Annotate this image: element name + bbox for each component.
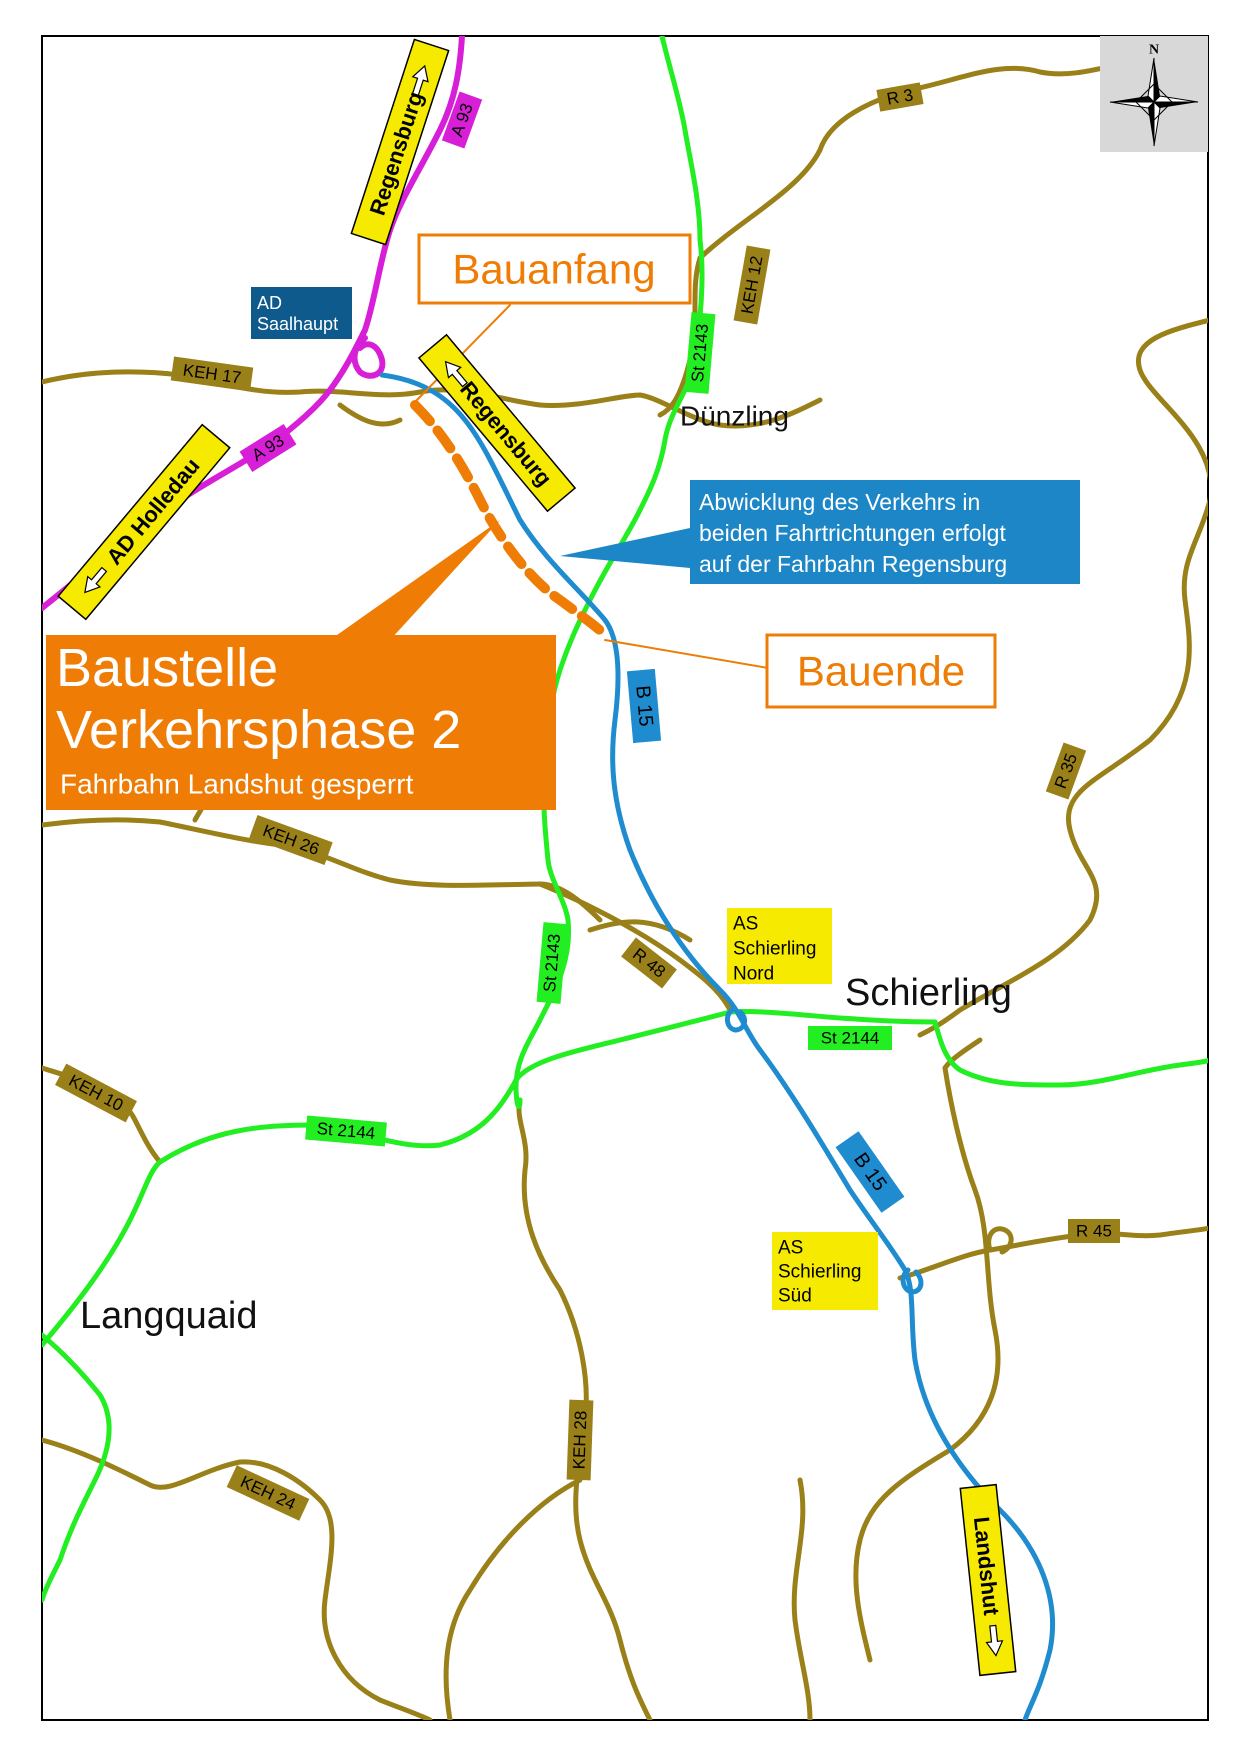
label-r3-text: R 3	[885, 85, 914, 108]
svg-text:Abwicklung des Verkehrs in: Abwicklung des Verkehrs in	[699, 489, 980, 515]
label-b15-upper: B 15	[626, 668, 662, 744]
svg-text:Fahrbahn Landshut gesperrt: Fahrbahn Landshut gesperrt	[60, 769, 414, 800]
as-schierling-nord-box: AS Schierling Nord	[727, 908, 832, 985]
label-st2143-south: St 2143	[536, 922, 568, 1004]
road-keh17-loop	[337, 402, 403, 427]
road-south-branch	[791, 1477, 813, 1720]
road-schierling-south	[853, 1065, 1001, 1663]
svg-text:B 15: B 15	[631, 685, 657, 728]
road-st2144-east	[932, 1019, 1208, 1088]
svg-text:AD: AD	[257, 293, 282, 313]
road-keh24	[42, 1437, 433, 1720]
svg-text:Saalhaupt: Saalhaupt	[257, 314, 338, 334]
as-sued-loop	[900, 1267, 924, 1295]
svg-text:R 45: R 45	[1076, 1222, 1112, 1241]
svg-text:AS: AS	[778, 1238, 803, 1259]
svg-text:Verkehrsphase 2: Verkehrsphase 2	[56, 700, 461, 760]
a93-knot	[351, 335, 386, 379]
svg-text:Nord: Nord	[733, 964, 774, 985]
label-keh28: KEH 28	[566, 1399, 594, 1481]
info-pointer	[560, 528, 690, 568]
label-st2144-west: St 2144	[305, 1115, 387, 1147]
arrow-icon	[84, 566, 108, 594]
road-r45-loop	[986, 1226, 1014, 1255]
bauende-callout: Bauende	[765, 633, 997, 709]
road-st2144	[42, 1009, 938, 1348]
svg-text:St 2144: St 2144	[821, 1029, 880, 1048]
bauanfang-callout: Bauanfang	[417, 233, 692, 305]
svg-text:KEH 28: KEH 28	[569, 1410, 590, 1469]
road-langquaid	[42, 1332, 112, 1603]
traffic-info-callout: Abwicklung des Verkehrs in beiden Fahrtr…	[560, 480, 1080, 584]
label-r45: R 45	[1068, 1219, 1120, 1243]
svg-text:Schierling: Schierling	[733, 939, 816, 960]
road-r48	[537, 881, 733, 1013]
baustelle-pointer	[330, 520, 500, 640]
bauende-leader	[604, 639, 769, 669]
place-duenzling: Dünzling	[680, 401, 789, 432]
label-r3: R 3	[876, 82, 924, 112]
road-r35-lower	[942, 1037, 983, 1071]
sign-landshut: Landshut	[959, 1483, 1017, 1677]
svg-text:Baustelle: Baustelle	[56, 638, 278, 698]
road-keh28-branch	[443, 1477, 583, 1720]
svg-text:N: N	[1149, 43, 1159, 58]
map-frame	[41, 35, 1209, 1721]
svg-text:beiden Fahrtrichtungen erfolgt: beiden Fahrtrichtungen erfolgt	[699, 520, 1006, 546]
svg-text:Bauanfang: Bauanfang	[452, 246, 655, 293]
place-schierling: Schierling	[845, 972, 1012, 1014]
label-keh17: KEH 17	[170, 356, 254, 392]
road-r35	[917, 317, 1208, 1038]
construction-section	[410, 400, 610, 640]
arrow-icon	[411, 64, 429, 97]
svg-text:Bauende: Bauende	[797, 648, 965, 695]
svg-text:Schierling: Schierling	[778, 1262, 861, 1283]
svg-text:Süd: Süd	[778, 1286, 812, 1307]
label-st2144-east: St 2144	[808, 1026, 892, 1050]
label-st2143-north: St 2143	[684, 312, 716, 394]
ad-saalhaupt-box: AD Saalhaupt	[251, 287, 352, 339]
road-r48-east	[587, 919, 693, 943]
arrow-icon	[985, 1624, 1004, 1657]
as-schierling-sued-box: AS Schierling Süd	[772, 1232, 878, 1310]
svg-text:auf der Fahrbahn Regensburg: auf der Fahrbahn Regensburg	[699, 551, 1007, 577]
arrow-icon	[444, 360, 469, 388]
compass-rose-icon: N	[1100, 36, 1208, 152]
baustelle-callout: Baustelle Verkehrsphase 2 Fahrbahn Lands…	[46, 520, 556, 810]
place-langquaid: Langquaid	[80, 1295, 258, 1337]
as-nord-loop	[725, 1007, 748, 1033]
svg-text:AS: AS	[733, 914, 758, 935]
